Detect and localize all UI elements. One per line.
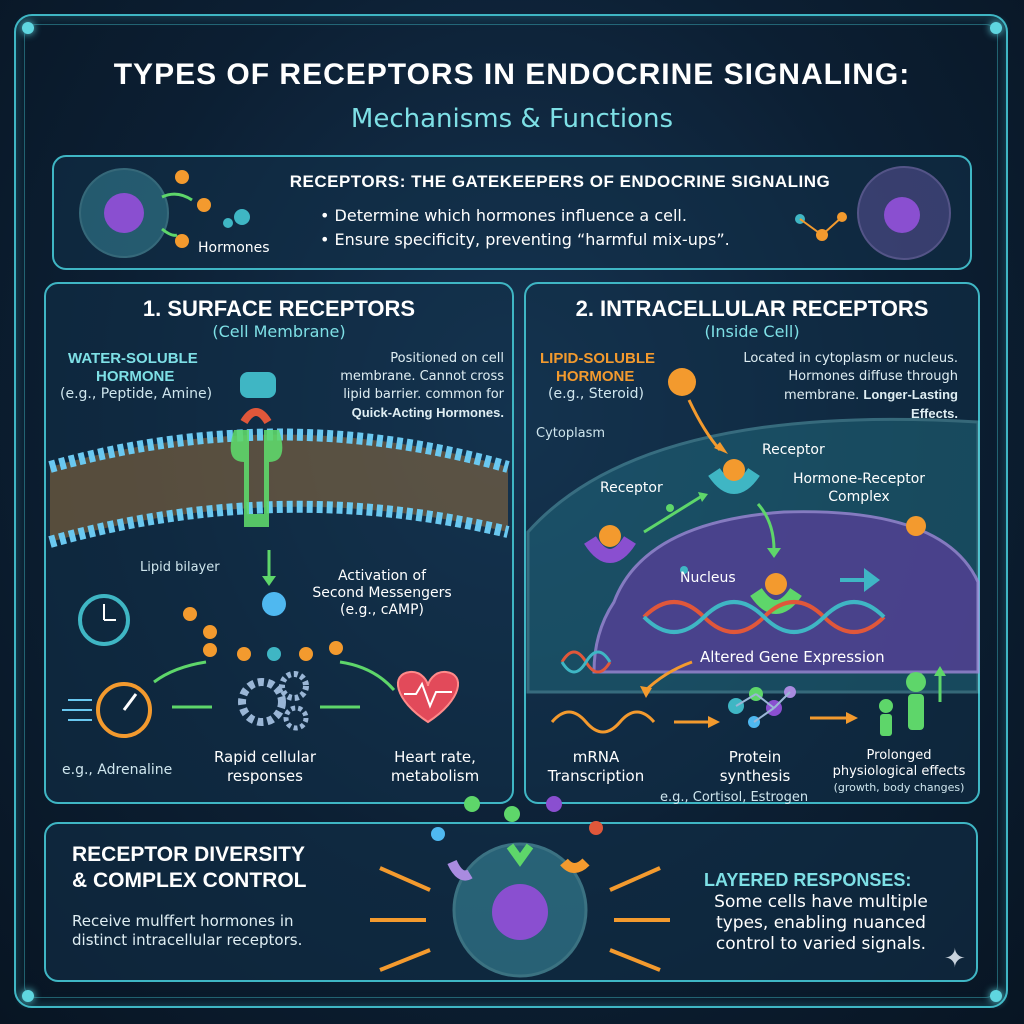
- activation-label: Activation of Second Messengers (e.g., c…: [282, 568, 482, 619]
- rapid-line: Rapid cellular: [213, 748, 317, 766]
- lipid-bilayer-label: Lipid bilayer: [140, 560, 220, 575]
- prolonged-line: (growth, body changes): [833, 781, 965, 794]
- diversity-text-line: distinct intracellular receptors.: [72, 931, 303, 949]
- activation-line: Activation of: [337, 568, 427, 584]
- heart-line: metabolism: [390, 767, 480, 785]
- complex-line: Hormone-Receptor: [792, 471, 926, 487]
- intra-desc-line: Effects.: [911, 406, 958, 421]
- rapid-responses-label: Rapid cellular responses: [200, 748, 330, 786]
- intro-bullet: • Determine which hormones influence a c…: [320, 206, 687, 225]
- intracellular-heading: 2. INTRACELLULAR RECEPTORS: [575, 296, 929, 321]
- layered-line: Some cells have multiple: [714, 892, 928, 912]
- adrenaline-example: e.g., Adrenaline: [62, 762, 173, 778]
- intro-heading: RECEPTORS: THE GATEKEEPERS OF ENDOCRINE …: [289, 172, 831, 191]
- lipid-soluble-title: LIPID-SOLUBLE: [540, 350, 655, 367]
- surface-desc-line: Quick-Acting Hormones.: [351, 405, 504, 420]
- prolonged-label: Prolonged physiological effects (growth,…: [824, 748, 974, 796]
- cytoplasm-label: Cytoplasm: [536, 426, 606, 441]
- surface-desc-line: membrane. Cannot cross: [340, 369, 504, 384]
- nucleus-label: Nucleus: [680, 570, 736, 586]
- water-soluble-example: (e.g., Peptide, Amine): [60, 386, 213, 402]
- heart-rate-label: Heart rate, metabolism: [370, 748, 500, 786]
- diversity-heading-line: RECEPTOR DIVERSITY: [72, 843, 305, 866]
- layered-text: Some cells have multiple types, enabling…: [696, 892, 946, 955]
- intracellular-subheading: (Inside Cell): [704, 322, 800, 341]
- inner-frame: [24, 24, 998, 998]
- intro-art: [79, 166, 951, 260]
- page-title: TYPES OF RECEPTORS IN ENDOCRINE SIGNALIN…: [113, 58, 911, 91]
- corner-dot: [990, 22, 1002, 34]
- mrna-label: mRNA Transcription: [536, 748, 656, 786]
- protein-label: Protein synthesis: [700, 748, 810, 786]
- protein-line: Protein: [728, 748, 782, 766]
- water-soluble-title: HORMONE: [96, 368, 175, 385]
- intra-desc-part: Longer-Lasting: [863, 387, 958, 402]
- mrna-line: Transcription: [547, 767, 645, 785]
- diversity-heading: RECEPTOR DIVERSITY & COMPLEX CONTROL: [72, 842, 307, 894]
- lipid-soluble-example: (e.g., Steroid): [548, 386, 645, 402]
- heart-line: Heart rate,: [394, 748, 476, 766]
- cortisol-example: e.g., Cortisol, Estrogen: [660, 790, 809, 805]
- prolonged-line: physiological effects: [832, 764, 966, 779]
- layered-line: control to varied signals.: [715, 934, 927, 954]
- sparkle-icon: ✦: [944, 944, 966, 974]
- complex-label: Hormone-Receptor Complex: [764, 470, 954, 506]
- mrna-line: mRNA: [572, 748, 620, 766]
- rapid-line: responses: [227, 767, 303, 785]
- receptor-label-left: Receptor: [600, 480, 663, 496]
- surface-desc-line: lipid barrier. common for: [343, 387, 504, 402]
- corner-dot: [22, 22, 34, 34]
- surface-heading: 1. SURFACE RECEPTORS: [142, 296, 416, 321]
- layered-heading: LAYERED RESPONSES:: [704, 870, 912, 890]
- page-subtitle: Mechanisms & Functions: [350, 104, 674, 134]
- intra-desc-part: membrane.: [783, 388, 860, 403]
- intra-desc-line: Located in cytoplasm or nucleus.: [743, 351, 958, 366]
- surface-description: Positioned on cell membrane. Cannot cros…: [320, 350, 504, 422]
- complex-line: Complex: [828, 489, 890, 505]
- receptor-label-top: Receptor: [762, 442, 825, 458]
- diversity-text: Receive mulffert hormones in distinct in…: [72, 912, 302, 950]
- diversity-heading-line: & COMPLEX CONTROL: [72, 869, 307, 892]
- intra-desc-line: Hormones diffuse through: [788, 369, 958, 384]
- diversity-art: [370, 796, 670, 978]
- intro-panel: [52, 155, 972, 270]
- diversity-text-line: Receive mulffert hormones in: [72, 912, 294, 930]
- surface-art: [48, 372, 510, 738]
- water-soluble-title: WATER-SOLUBLE: [68, 350, 198, 367]
- lipid-soluble-title: HORMONE: [556, 368, 635, 385]
- intracellular-description: Located in cytoplasm or nucleus. Hormone…: [700, 350, 958, 423]
- corner-dot: [990, 990, 1002, 1002]
- surface-desc-line: Positioned on cell: [390, 351, 504, 366]
- layered-line: types, enabling nuanced: [716, 913, 926, 933]
- surface-subheading: (Cell Membrane): [212, 322, 346, 341]
- corner-dot: [22, 990, 34, 1002]
- protein-line: synthesis: [719, 767, 791, 785]
- intracellular-art: [526, 368, 980, 736]
- outer-frame: [14, 14, 1008, 1008]
- intro-bullet: • Ensure specificity, preventing “harmfu…: [320, 230, 730, 249]
- prolonged-line: Prolonged: [866, 748, 932, 763]
- hormones-label: Hormones: [198, 240, 270, 256]
- intra-desc-line: membrane. Longer-Lasting: [700, 386, 958, 405]
- activation-line: (e.g., cAMP): [339, 602, 425, 618]
- activation-line: Second Messengers: [312, 585, 452, 601]
- gene-expression-label: Altered Gene Expression: [700, 648, 885, 666]
